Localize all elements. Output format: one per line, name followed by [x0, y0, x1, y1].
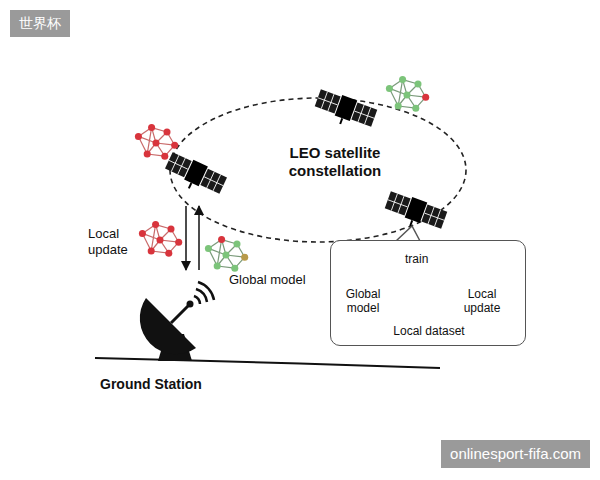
network-icon	[205, 236, 248, 272]
satellite-icon	[382, 189, 448, 236]
watermark-text: 世界杯	[19, 15, 61, 32]
watermark-badge: onlinesport-fifa.com	[441, 440, 590, 468]
watermark-badge: 世界杯	[10, 10, 70, 37]
callout-box: Global model trainLocal updateLocal datas…	[330, 240, 526, 346]
constellation-label: LEO satellite constellation	[272, 144, 398, 180]
satellite-icon	[162, 150, 228, 201]
model-label: Global model	[337, 287, 389, 316]
ground-line	[95, 358, 440, 368]
model-label: Local update	[457, 287, 507, 316]
dataset-label: Local dataset	[367, 324, 491, 338]
callout-pointer	[396, 226, 420, 241]
orbit	[170, 98, 466, 242]
network-icon	[135, 124, 178, 160]
link-label: Global model	[229, 272, 319, 288]
station-label: Ground Station	[100, 376, 240, 393]
satellite-icon	[312, 87, 378, 134]
link-label: Local update	[88, 226, 138, 257]
dish-antenna	[140, 282, 214, 361]
uplink-arrow	[198, 206, 200, 270]
arrow-label: train	[405, 252, 445, 266]
downlink-arrow	[185, 206, 187, 270]
network-icon	[139, 221, 182, 257]
network-icon	[386, 76, 429, 112]
watermark-text: onlinesport-fifa.com	[450, 445, 581, 463]
